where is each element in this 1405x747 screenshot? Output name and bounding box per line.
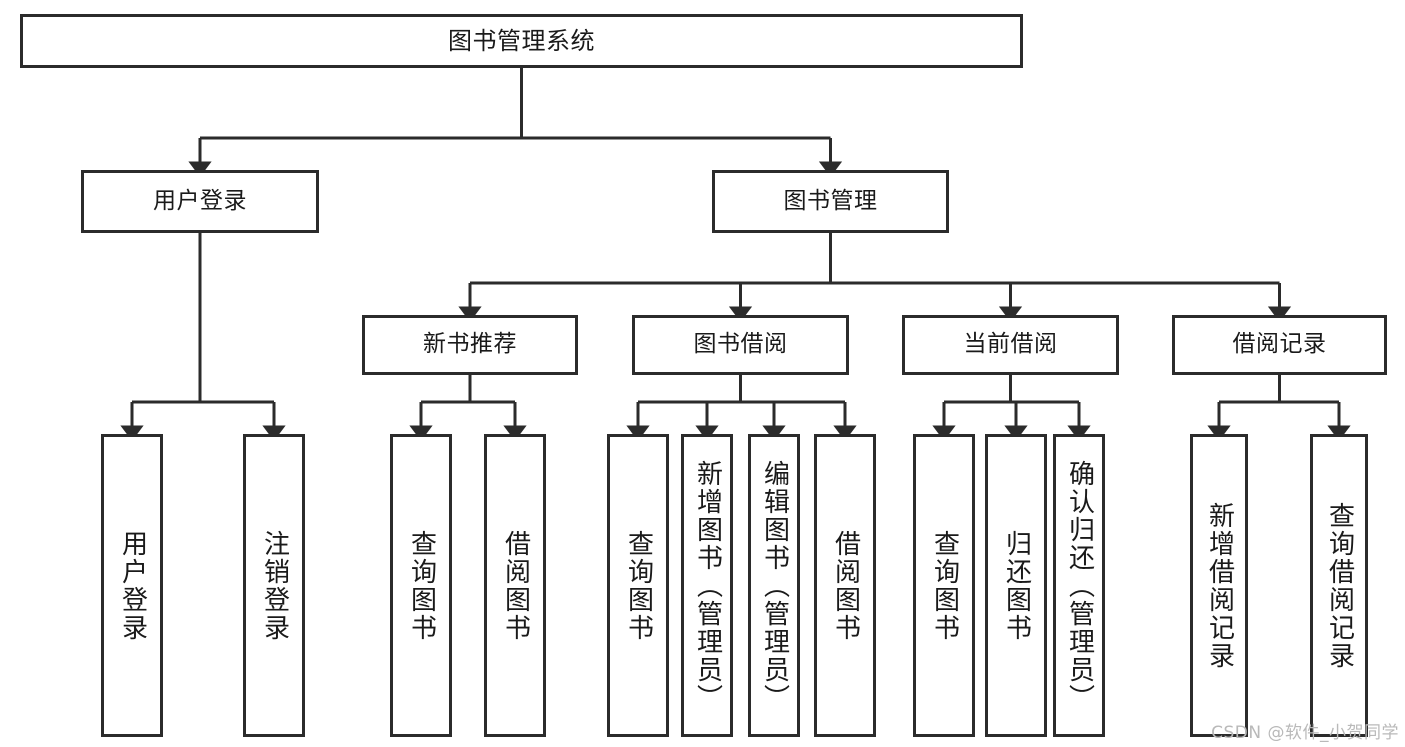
node-user-login[interactable]: 用户登录	[81, 170, 319, 233]
node-login-user[interactable]: 用户登录	[101, 434, 163, 737]
node-new-book-rec-label: 新书推荐	[423, 331, 517, 358]
node-query-borrow-record[interactable]: 查询借阅记录	[1310, 434, 1368, 737]
node-query-book-rec[interactable]: 查询图书	[390, 434, 452, 737]
node-borrow-book-rec[interactable]: 借阅图书	[484, 434, 546, 737]
node-borrow-record-label: 借阅记录	[1232, 331, 1327, 358]
node-query-book-b-label: 查询图书	[623, 529, 654, 642]
node-add-book-admin-label: 新增图书（管理员）	[692, 459, 723, 712]
node-add-borrow-record[interactable]: 新增借阅记录	[1190, 434, 1248, 737]
node-query-borrow-record-label: 查询借阅记录	[1324, 501, 1355, 670]
node-query-book-rec-label: 查询图书	[406, 529, 437, 642]
node-add-book-admin[interactable]: 新增图书（管理员）	[681, 434, 733, 737]
node-root-label: 图书管理系统	[448, 26, 595, 55]
node-borrow-book-b-label: 借阅图书	[830, 529, 861, 642]
node-logout-user-label: 注销登录	[259, 529, 290, 642]
node-borrow-record[interactable]: 借阅记录	[1172, 315, 1387, 375]
node-book-manage-label: 图书管理	[783, 187, 878, 214]
node-add-borrow-record-label: 新增借阅记录	[1204, 501, 1235, 670]
node-confirm-return-admin-label: 确认归还（管理员）	[1064, 459, 1095, 712]
node-new-book-rec[interactable]: 新书推荐	[362, 315, 578, 375]
node-confirm-return-admin[interactable]: 确认归还（管理员）	[1053, 434, 1105, 737]
node-book-borrow[interactable]: 图书借阅	[632, 315, 849, 375]
watermark: CSDN @软件_小贺同学	[1211, 723, 1399, 743]
node-return-book-label: 归还图书	[1001, 529, 1032, 642]
node-root[interactable]: 图书管理系统	[20, 14, 1023, 68]
node-edit-book-admin[interactable]: 编辑图书（管理员）	[748, 434, 800, 737]
node-borrow-book-b[interactable]: 借阅图书	[814, 434, 876, 737]
node-query-book-c[interactable]: 查询图书	[913, 434, 975, 737]
node-current-borrow-label: 当前借阅	[963, 331, 1058, 358]
node-user-login-label: 用户登录	[153, 187, 247, 214]
node-query-book-c-label: 查询图书	[929, 529, 960, 642]
node-borrow-book-rec-label: 借阅图书	[500, 529, 531, 642]
node-book-manage[interactable]: 图书管理	[712, 170, 949, 233]
node-current-borrow[interactable]: 当前借阅	[902, 315, 1119, 375]
node-login-user-label: 用户登录	[117, 529, 148, 642]
node-return-book[interactable]: 归还图书	[985, 434, 1047, 737]
node-query-book-b[interactable]: 查询图书	[607, 434, 669, 737]
node-logout-user[interactable]: 注销登录	[243, 434, 305, 737]
node-book-borrow-label: 图书借阅	[693, 331, 788, 358]
node-edit-book-admin-label: 编辑图书（管理员）	[759, 459, 790, 712]
